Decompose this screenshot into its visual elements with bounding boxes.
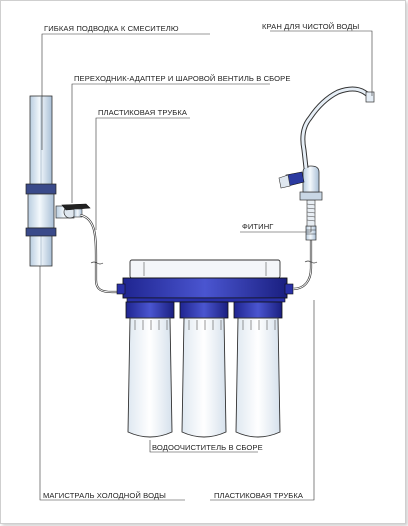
- filter-cartridge-1: [125, 301, 175, 438]
- filter-cartridge-2: [179, 301, 229, 438]
- faucet-stem: [306, 199, 316, 227]
- plastic-tube-top-label: ПЛАСТИКОВАЯ ТРУБКА: [98, 108, 188, 117]
- fitting-label: ФИТИНГ: [242, 222, 274, 231]
- adapter-valve-label: ПЕРЕХОДНИК-АДАПТЕР И ШАРОВОЙ ВЕНТИЛЬ В С…: [74, 74, 291, 83]
- purifier-label: ВОДООЧИСТИТЕЛЬ В СБОРЕ: [152, 443, 263, 452]
- ball-valve: [55, 203, 91, 219]
- filter-head: [116, 259, 294, 303]
- leader-lines: [39, 30, 373, 501]
- cold-water-main-pipe: [25, 95, 57, 267]
- plastic-tube-bottom-label: ПЛАСТИКОВАЯ ТРУБКА: [214, 491, 304, 500]
- clean-water-faucet: [278, 86, 375, 201]
- filter-cartridge-3: [233, 301, 283, 438]
- plastic-tube-inlet: [79, 213, 124, 294]
- clean-tap-label: КРАН ДЛЯ ЧИСТОЙ ВОДЫ: [262, 22, 360, 31]
- flex-hose-label: ГИБКАЯ ПОДВОДКА К СМЕСИТЕЛЮ: [44, 24, 179, 33]
- plastic-tube-outlet: [292, 240, 313, 291]
- cold-main-label: МАГИСТРАЛЬ ХОЛОДНОЙ ВОДЫ: [43, 491, 166, 500]
